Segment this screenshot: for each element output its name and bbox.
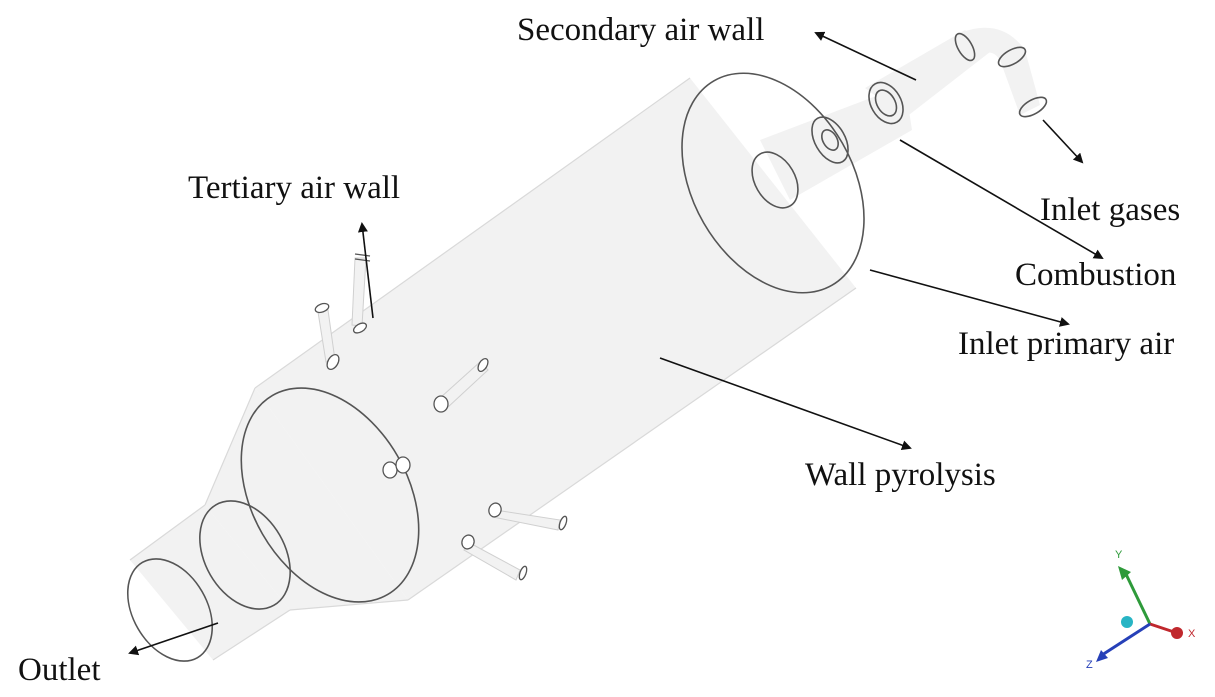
- triad-z-label: Z: [1086, 659, 1093, 671]
- label-wall-pyrolysis: Wall pyrolysis: [805, 457, 996, 493]
- secondary-ring-inner: [874, 89, 898, 117]
- combustion-neck: [760, 85, 912, 200]
- arrow-inlet-gases: [1042, 119, 1084, 164]
- triad-x-head: [1171, 627, 1183, 639]
- feed-elbow: [955, 27, 1040, 115]
- combustion-ring-inner: [821, 129, 839, 151]
- bottom-ports: [461, 502, 568, 581]
- triad-z-head: [1096, 650, 1108, 662]
- triad-y-label: Y: [1115, 549, 1123, 561]
- label-outlet: Outlet: [18, 652, 100, 688]
- triad-y-axis: [1122, 569, 1152, 625]
- outlet-ring: [126, 558, 214, 662]
- mid-ports: [382, 357, 489, 479]
- combustion-ring-outer: [811, 116, 849, 164]
- arrow-wall-pyrolysis: [659, 357, 912, 450]
- label-inlet-gases: Inlet gases: [1040, 192, 1180, 228]
- inlet-end-ring: [681, 72, 865, 294]
- tertiary-air-ports: [314, 253, 371, 371]
- outlet-duct: [130, 505, 290, 660]
- label-combustion: Combustion: [1015, 257, 1176, 293]
- cone-base-ring: [240, 387, 420, 603]
- feed-ring-2: [997, 46, 1027, 68]
- cone-section: [205, 388, 408, 610]
- triad-x-label: X: [1188, 628, 1196, 640]
- arrow-secondary-air-wall: [814, 31, 917, 81]
- reactor-body: [126, 27, 1048, 662]
- labels: Secondary air wall Inlet gases Tertiary …: [18, 12, 1180, 688]
- inlet-primary-air-hole: [751, 151, 799, 209]
- label-inlet-primary-air: Inlet primary air: [958, 326, 1174, 362]
- feed-pipe: [865, 30, 990, 118]
- triad-y-head: [1118, 566, 1131, 580]
- outlet-inner-ring: [199, 500, 291, 610]
- secondary-ring-outer: [868, 81, 904, 125]
- feed-ring-3: [1018, 96, 1048, 118]
- arrow-inlet-primary-air: [869, 269, 1070, 327]
- arrow-combustion: [899, 139, 1104, 260]
- triad-x-axis: [1149, 622, 1175, 634]
- label-tertiary-air-wall: Tertiary air wall: [188, 170, 400, 206]
- triad-origin: [1121, 616, 1133, 628]
- arrow-outlet: [128, 622, 219, 656]
- axis-triad: Y X Z: [1086, 549, 1196, 671]
- label-secondary-air-wall: Secondary air wall: [517, 12, 764, 48]
- callout-arrows: [128, 31, 1104, 656]
- triad-z-axis: [1101, 622, 1151, 657]
- feed-ring-1: [954, 32, 976, 62]
- arrow-tertiary-air-wall: [357, 222, 374, 319]
